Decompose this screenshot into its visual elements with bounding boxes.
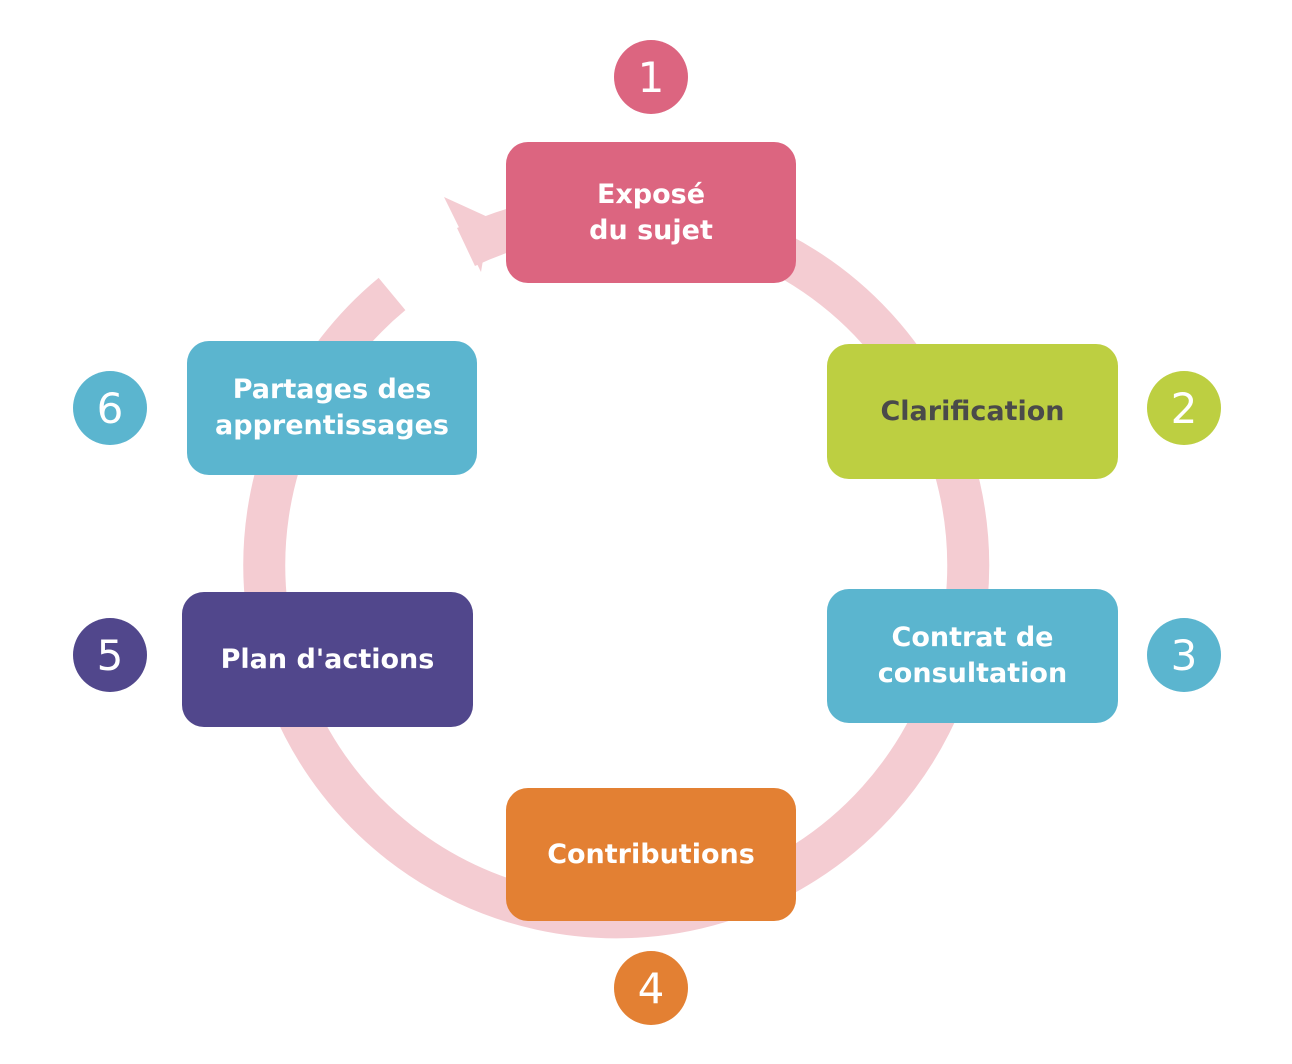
step-number: 3 [1170,630,1198,680]
step-box-contributions: Contributions [506,788,796,921]
step-number-badge-3: 3 [1147,618,1221,692]
step-number-badge-5: 5 [73,618,147,692]
step-label: Contrat de consultation [877,622,1068,689]
step-box-plan-d-actions: Plan d'actions [182,592,473,727]
step-number: 5 [96,630,124,680]
step-number-badge-4: 4 [614,951,688,1025]
step-number: 4 [637,963,665,1013]
step-label: Contributions [547,838,755,870]
step-box-contrat-de-consultation: Contrat de consultation [827,589,1118,723]
step-number: 1 [637,52,665,102]
step-label: Clarification [880,395,1065,427]
step-number: 2 [1170,383,1198,433]
step-box-partages-des-apprentissages: Partages des apprentissages [187,341,477,475]
step-box-clarification: Clarification [827,344,1118,479]
step-box-expose-du-sujet: Exposé du sujet [506,142,796,283]
step-label: Partages des apprentissages [215,374,449,441]
step-number: 6 [96,383,124,433]
step-number-badge-1: 1 [614,40,688,114]
step-label: Exposé du sujet [589,178,713,246]
step-number-badge-6: 6 [73,371,147,445]
step-label: Plan d'actions [220,643,435,675]
step-number-badge-2: 2 [1147,371,1221,445]
cycle-arrowhead-icon [444,197,490,272]
